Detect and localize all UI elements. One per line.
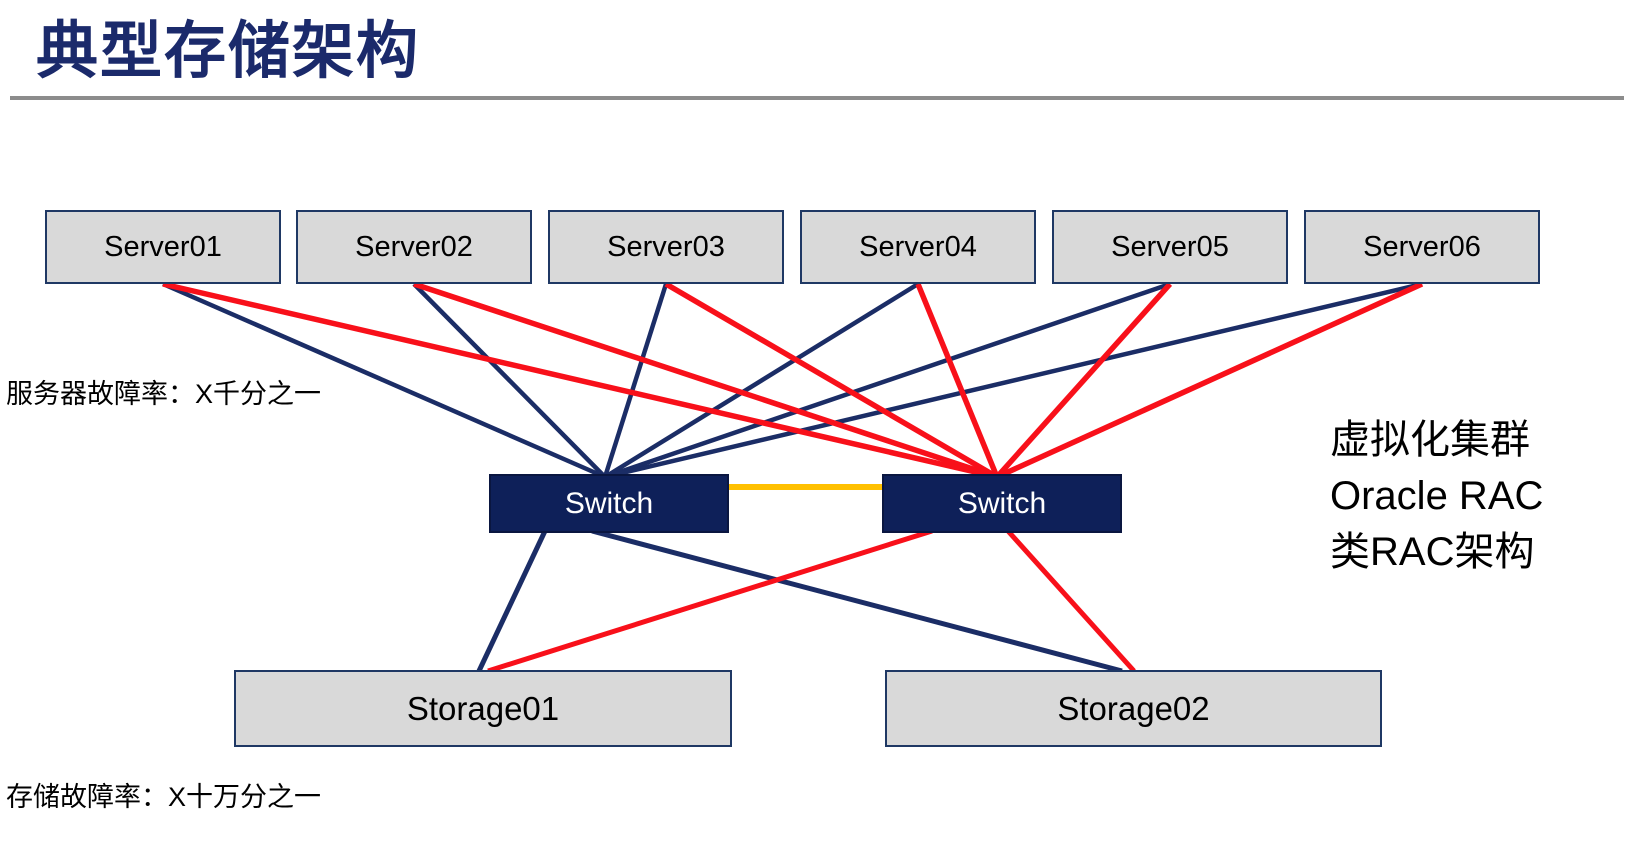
link-server5-left-switch <box>604 281 1171 480</box>
server06-node: Server06 <box>1304 210 1540 284</box>
server05-label: Server05 <box>1111 230 1229 263</box>
link-left-switch-storage1 <box>476 529 548 673</box>
server04-label: Server04 <box>859 230 977 263</box>
link-server4-right-switch <box>915 282 1000 479</box>
server01-node: Server01 <box>45 210 281 284</box>
cluster-side-note: 虚拟化集群 Oracle RAC 类RAC架构 <box>1330 412 1543 580</box>
server-failure-rate-label: 服务器故障率：X千分之一 <box>6 379 322 409</box>
server04-node: Server04 <box>800 210 1036 284</box>
storage02-label: Storage02 <box>1057 689 1210 727</box>
server03-label: Server03 <box>607 230 725 263</box>
link-right-switch-storage1 <box>487 528 933 674</box>
storage-failure-rate-label: 存储故障率：X十万分之一 <box>6 782 322 812</box>
server03-node: Server03 <box>548 210 784 284</box>
link-server6-right-switch <box>995 281 1424 480</box>
side-note-line-3: 类RAC架构 <box>1330 530 1535 574</box>
switch-left-label: Switch <box>564 486 654 520</box>
server05-node: Server05 <box>1052 210 1288 284</box>
storage01-label: Storage01 <box>406 689 560 727</box>
link-server6-left-switch <box>604 281 1423 480</box>
link-right-switch-storage2 <box>1006 529 1136 673</box>
link-server2-left-switch <box>412 282 607 479</box>
switch-left-node: Switch <box>489 474 729 533</box>
link-server4-left-switch <box>603 282 920 479</box>
server06-label: Server06 <box>1363 230 1481 263</box>
link-server5-right-switch <box>994 282 1173 479</box>
switch-right-label: Switch <box>957 486 1047 520</box>
storage01-node: Storage01 <box>234 670 732 747</box>
server02-node: Server02 <box>296 210 532 284</box>
link-server3-left-switch <box>602 283 669 478</box>
link-left-switch-storage2 <box>591 528 1123 674</box>
link-server3-right-switch <box>664 281 999 480</box>
title-divider <box>10 96 1624 100</box>
server02-label: Server02 <box>355 230 473 263</box>
link-server1-left-switch <box>162 281 606 480</box>
side-note-line-2: Oracle RAC <box>1330 474 1544 518</box>
side-note-line-1: 虚拟化集群 <box>1330 418 1530 462</box>
link-server2-right-switch <box>413 281 998 480</box>
switch-right-node: Switch <box>882 474 1122 533</box>
link-server1-right-switch <box>162 281 998 480</box>
page-title: 典型存储架构 <box>36 17 421 86</box>
server01-label: Server01 <box>104 230 222 263</box>
storage02-node: Storage02 <box>885 670 1382 747</box>
